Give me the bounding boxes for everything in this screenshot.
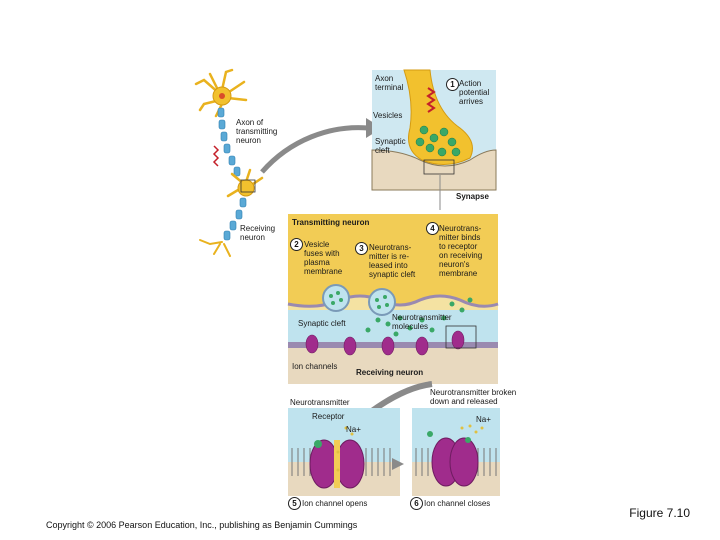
step-number-4: 4 — [426, 222, 439, 235]
axon-transmitting-label: Axon of transmitting neuron — [236, 118, 278, 145]
vesicles-detail — [322, 284, 396, 316]
ion-channels-label: Ion channels — [292, 362, 338, 371]
synapse-panel — [371, 69, 497, 191]
transmitting-neuron-label: Transmitting neuron — [292, 218, 370, 227]
copyright-text: Copyright © 2006 Pearson Education, Inc.… — [46, 520, 358, 530]
na-left-label: Na+ — [346, 425, 361, 434]
step4-label: Neurotrans- mitter binds to receptor on … — [439, 224, 483, 278]
synaptic-cleft-top-label: Synaptic cleft — [375, 137, 406, 155]
ion-channels-detail — [305, 330, 465, 356]
ion-channel-open-panel — [288, 408, 400, 496]
receptor-label: Receptor — [312, 412, 345, 421]
transmitting-detail-panel — [287, 214, 499, 384]
step-number-2: 2 — [290, 238, 303, 251]
vesicles-label: Vesicles — [373, 111, 403, 120]
action-potential-label: Action potential arrives — [459, 79, 490, 106]
neurotransmitter-label: Neurotransmitter — [290, 398, 350, 407]
ion-channel-closed-panel — [412, 408, 500, 496]
neurotransmitter-molecules-label: Neurotransmitter molecules — [392, 313, 452, 331]
step-number-5: 5 — [288, 497, 301, 510]
step-number-1: 1 — [446, 78, 459, 91]
nt-broken-label: Neurotransmitter broken down and release… — [430, 388, 517, 406]
step5-label: Ion channel opens — [302, 499, 368, 508]
step2-label: Vesicle fuses with plasma membrane — [304, 240, 343, 276]
step-number-6: 6 — [410, 497, 423, 510]
receiving-neuron-label: Receiving neuron — [356, 368, 424, 377]
step6-label: Ion channel closes — [424, 499, 491, 508]
receiving-neuron-illustration — [199, 168, 264, 257]
figure-caption: Figure 7.10 — [629, 506, 690, 520]
transmitting-neuron-illustration — [194, 68, 248, 177]
synapse-label: Synapse — [456, 192, 489, 201]
receiving-neuron-small-label: Receiving neuron — [240, 224, 276, 242]
step-number-3: 3 — [355, 242, 368, 255]
axon-terminal-label: Axon terminal — [375, 74, 404, 92]
synaptic-cleft-mid-label: Synaptic cleft — [298, 319, 346, 328]
step3-label: Neurotrans- mitter is re- leased into sy… — [369, 243, 416, 279]
na-right-label: Na+ — [476, 415, 491, 424]
